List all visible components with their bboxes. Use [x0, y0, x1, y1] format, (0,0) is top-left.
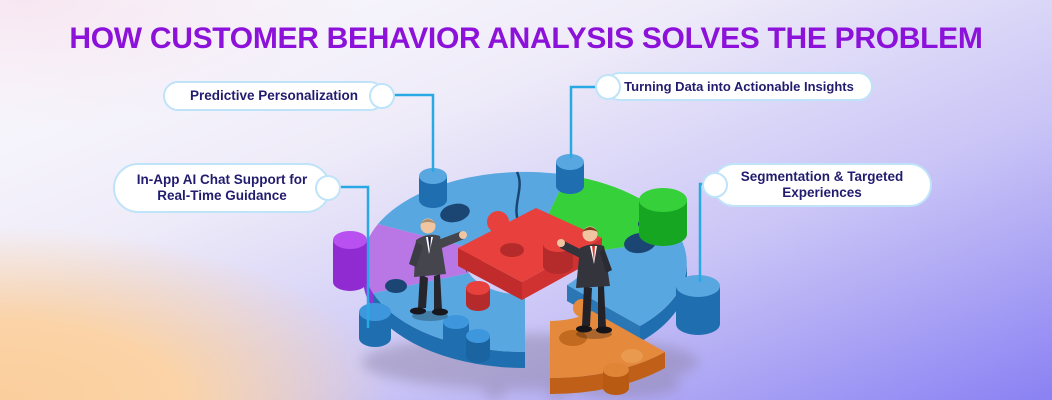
callout-label: Turning Data into Actionable Insights	[624, 78, 854, 94]
peg-green-right	[639, 188, 687, 246]
peg-blue-top-right	[556, 154, 584, 194]
callout-turning-data-into-insights: Turning Data into Actionable Insights	[605, 72, 873, 101]
peg-blue-front-b	[466, 329, 490, 363]
businessman-right-icon	[557, 226, 612, 339]
peg-blue-front-a	[443, 315, 469, 357]
peg-purple-left	[333, 231, 367, 291]
callout-segmentation-targeted: Segmentation & Targeted Experiences	[712, 163, 932, 207]
callout-in-app-ai-chat-support: In-App AI Chat Support for Real-Time Gui…	[113, 163, 331, 213]
peg-blue-front-left	[359, 303, 391, 347]
callout-label: Segmentation & Targeted Experiences	[740, 168, 904, 200]
page-title: HOW CUSTOMER BEHAVIOR ANALYSIS SOLVES TH…	[69, 22, 983, 55]
peg-orange	[603, 363, 629, 395]
callout-label: Predictive Personalization	[189, 87, 359, 103]
callout-label: In-App AI Chat Support for Real-Time Gui…	[136, 171, 308, 203]
callout-predictive-personalization: Predictive Personalization	[163, 81, 385, 111]
teamwork-puzzle-illustration	[333, 154, 720, 400]
peg-blue-right	[676, 275, 720, 335]
peg-blue-top-left	[419, 168, 447, 208]
businessman-left-icon	[409, 218, 467, 321]
